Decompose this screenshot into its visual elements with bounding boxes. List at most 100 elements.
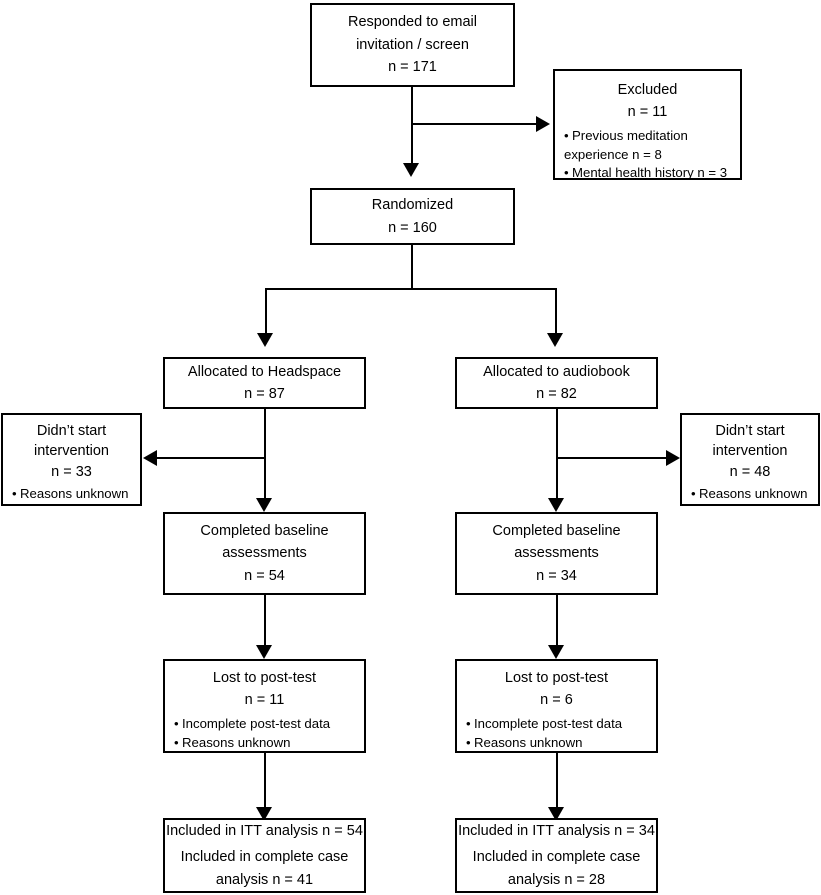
bullet-dot: • — [691, 485, 696, 501]
node-bullet: •Reasons unknown — [682, 485, 818, 504]
connector-to-didnt-start-right — [556, 457, 668, 460]
bullet-text: Reasons unknown — [474, 734, 583, 750]
node-randomized: Randomized n = 160 — [310, 188, 515, 245]
arrowhead-to-allocated-headspace — [257, 333, 273, 347]
bullet-dot: • — [174, 734, 179, 750]
connector-lost-right-down — [556, 752, 559, 813]
node-line: assessments — [222, 545, 307, 562]
node-line: invitation / screen — [356, 36, 469, 53]
node-line: Lost to post-test — [212, 670, 317, 686]
bullet-dot: • — [12, 485, 17, 501]
node-line: Allocated to Headspace — [187, 363, 342, 380]
node-line: intervention — [34, 443, 109, 460]
bullet-dot: • — [564, 127, 569, 143]
node-allocated-headspace: Allocated to Headspace n = 87 — [163, 357, 366, 409]
arrowhead-to-didnt-start-right — [666, 450, 680, 466]
node-completed-baseline-left: Completed baseline assessments n = 54 — [163, 512, 366, 595]
arrowhead-to-allocated-audiobook — [547, 333, 563, 347]
node-lost-to-post-test-left: Lost to post-test n = 11 •Incomplete pos… — [163, 659, 366, 753]
node-line: Lost to post-test — [504, 670, 609, 686]
node-responded-to-email: Responded to email invitation / screen n… — [310, 3, 515, 87]
node-line: Included in ITT analysis n = 54 — [166, 823, 363, 839]
connector-responded-down — [411, 86, 414, 168]
node-completed-baseline-right: Completed baseline assessments n = 34 — [455, 512, 658, 595]
bullet-dot: • — [466, 734, 471, 750]
node-line: n = 11 — [627, 104, 668, 121]
arrowhead-to-excluded — [536, 116, 550, 132]
bullet-dot: • — [174, 715, 179, 731]
bullet-text: Previous meditation experience n = 8 — [564, 127, 688, 162]
bullet-text: Reasons unknown — [182, 734, 291, 750]
node-line: intervention — [712, 443, 788, 460]
connector-split-right-down — [555, 288, 558, 336]
connector-split-left-down — [265, 288, 268, 336]
node-line: n = 6 — [540, 692, 573, 709]
node-line: n = 11 — [244, 692, 285, 709]
arrowhead-to-baseline-left — [256, 498, 272, 512]
node-included-analysis-right: Included in ITT analysis n = 34 Included… — [455, 818, 658, 893]
node-line: Allocated to audiobook — [483, 363, 630, 380]
arrowhead-to-analysis-left — [256, 807, 272, 821]
connector-baseline-left-down — [264, 595, 267, 650]
node-bullet: •Mental health history n = 3 — [555, 164, 740, 183]
node-didnt-start-intervention-right: Didn’t start intervention n = 48 •Reason… — [680, 413, 820, 506]
arrowhead-to-lost-right — [548, 645, 564, 659]
node-line: n = 171 — [388, 59, 437, 76]
connector-to-didnt-start-left — [157, 457, 265, 460]
node-line: analysis n = 41 — [215, 871, 314, 888]
node-bullet: •Previous meditation experience n = 8 — [555, 127, 740, 164]
node-line: n = 33 — [51, 463, 92, 480]
node-line: n = 87 — [244, 386, 285, 402]
node-included-analysis-left: Included in ITT analysis n = 54 Included… — [163, 818, 366, 893]
bullet-text: Incomplete post-test data — [182, 715, 331, 731]
node-lost-to-post-test-right: Lost to post-test n = 6 •Incomplete post… — [455, 659, 658, 753]
node-didnt-start-intervention-left: Didn’t start intervention n = 33 •Reason… — [1, 413, 142, 506]
node-bullet: •Reasons unknown — [457, 734, 656, 753]
node-bullet: •Reasons unknown — [3, 485, 140, 504]
node-bullets: •Incomplete post-test data •Reasons unkn… — [165, 715, 364, 752]
arrowhead-to-analysis-right — [548, 807, 564, 821]
bullet-text: Mental health history n = 3 — [572, 165, 728, 181]
connector-headspace-down — [264, 408, 267, 504]
connector-to-excluded — [411, 123, 538, 126]
node-bullets: •Reasons unknown — [3, 485, 140, 504]
node-bullet: •Reasons unknown — [165, 734, 364, 753]
bullet-dot: • — [564, 165, 569, 181]
bullet-dot: • — [466, 715, 471, 731]
node-line: n = 34 — [536, 567, 577, 584]
node-bullet: •Incomplete post-test data — [457, 715, 656, 734]
node-bullets: •Reasons unknown — [682, 485, 818, 504]
arrowhead-to-didnt-start-left — [143, 450, 157, 466]
bullet-text: Reasons unknown — [20, 485, 129, 501]
node-line: Completed baseline — [492, 522, 621, 539]
node-allocated-audiobook: Allocated to audiobook n = 82 — [455, 357, 658, 409]
node-line: Completed baseline — [200, 522, 329, 539]
node-line: Didn’t start — [36, 423, 107, 439]
node-line: Included in complete case — [180, 849, 349, 866]
node-line: Responded to email — [348, 14, 477, 31]
node-bullet: •Incomplete post-test data — [165, 715, 364, 734]
bullet-text: Reasons unknown — [699, 485, 808, 501]
node-excluded: Excluded n = 11 •Previous meditation exp… — [553, 69, 742, 180]
node-line: Included in ITT analysis n = 34 — [458, 823, 655, 839]
connector-randomized-down — [411, 244, 414, 290]
arrowhead-to-baseline-right — [548, 498, 564, 512]
connector-baseline-right-down — [556, 595, 559, 650]
arrowhead-to-lost-left — [256, 645, 272, 659]
node-line: Randomized — [371, 197, 454, 214]
node-bullets: •Incomplete post-test data •Reasons unkn… — [457, 715, 656, 752]
node-line: Excluded — [617, 82, 678, 98]
node-line: Didn’t start — [715, 423, 785, 439]
node-line: n = 48 — [729, 463, 771, 480]
node-line: n = 82 — [536, 386, 577, 402]
node-line: n = 54 — [244, 567, 285, 584]
connector-lost-left-down — [264, 752, 267, 813]
node-line: analysis n = 28 — [507, 871, 606, 888]
bullet-text: Incomplete post-test data — [474, 715, 623, 731]
arrowhead-to-randomized — [403, 163, 419, 177]
node-line: Included in complete case — [472, 849, 641, 866]
connector-audiobook-down — [556, 408, 559, 504]
node-bullets: •Previous meditation experience n = 8 •M… — [555, 127, 740, 183]
connector-randomize-split — [265, 288, 557, 291]
